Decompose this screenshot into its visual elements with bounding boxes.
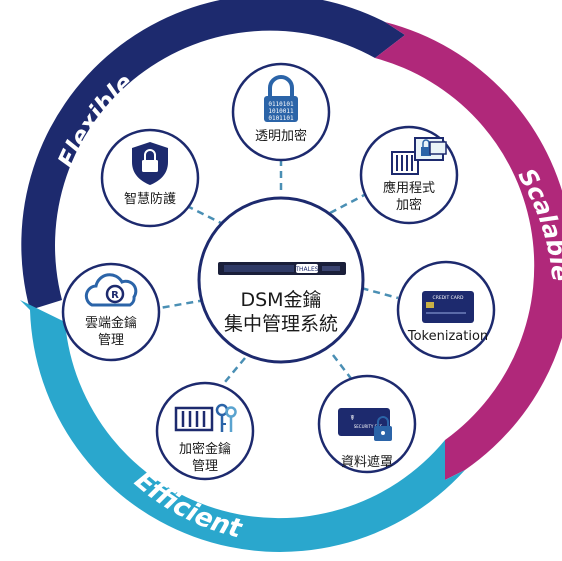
shield-lock-icon [132,142,168,185]
padlock-binary-icon: 0110101 1010011 0101101 [264,75,298,122]
label-cloud-key-line1: 雲端金鑰 [85,315,137,331]
credit-card-icon: CREDIT CARD [422,291,474,323]
connector-masking [332,354,357,386]
center-title-line2: 集中管理系統 [224,313,338,335]
server-keys-icon [174,403,237,432]
node-transparent-encryption: 0110101 1010011 0101101 透明加密 [231,62,331,162]
node-tokenization: CREDIT CARD Tokenization [396,260,496,360]
label-smart-protection: 智慧防護 [124,191,176,207]
label-cloud-key-line2: 管理 [98,333,124,348]
label-transparent-encryption: 透明加密 [255,128,307,144]
node-data-masking: ☤ SECURITY SSS 資料遮罩 [317,374,417,474]
label-app-encryption-line2: 加密 [396,197,422,213]
ring-arc-flexible [21,0,405,310]
connector-app [329,190,371,215]
node-app-encryption: 應用程式 加密 [359,125,459,225]
svg-text:1010011: 1010011 [268,108,294,115]
label-key-management-line1: 加密金鑰 [179,441,231,457]
masking-card-text: SECURITY SSS [354,424,383,429]
connector-smart [184,203,226,227]
node-key-management: 加密金鑰 管理 [155,381,255,481]
connector-tokenization [349,283,399,300]
outer-ring [20,0,562,552]
server-lock-icon [391,137,447,175]
label-tokenization: Tokenization [407,329,488,344]
svg-text:☤: ☤ [350,414,355,422]
label-key-management-line2: 管理 [192,459,218,474]
svg-text:0101101: 0101101 [268,115,294,122]
ring-arc-efficient [20,300,465,552]
device-badge: THALES [294,266,318,273]
cloud-key-icon: R [84,273,138,307]
label-app-encryption-line1: 應用程式 [383,180,435,196]
ring-arc-scalable [375,22,562,480]
center-node: THALES DSM金鑰 集中管理系統 [197,196,365,364]
center-title-line1: DSM金鑰 [240,289,321,311]
hsm-device-icon: THALES [218,262,346,275]
credit-card-text: CREDIT CARD [433,295,464,301]
node-smart-protection: 智慧防護 [100,128,200,228]
id-card-lock-icon: ☤ SECURITY SSS [338,408,392,441]
connector-keymgmt [224,357,246,383]
connector-cloud [159,298,206,310]
svg-text:0110101: 0110101 [268,101,294,108]
svg-text:R: R [111,290,119,301]
connectors [159,160,399,386]
label-data-masking: 資料遮罩 [341,454,393,470]
node-cloud-key-management: R 雲端金鑰 管理 [61,262,161,362]
